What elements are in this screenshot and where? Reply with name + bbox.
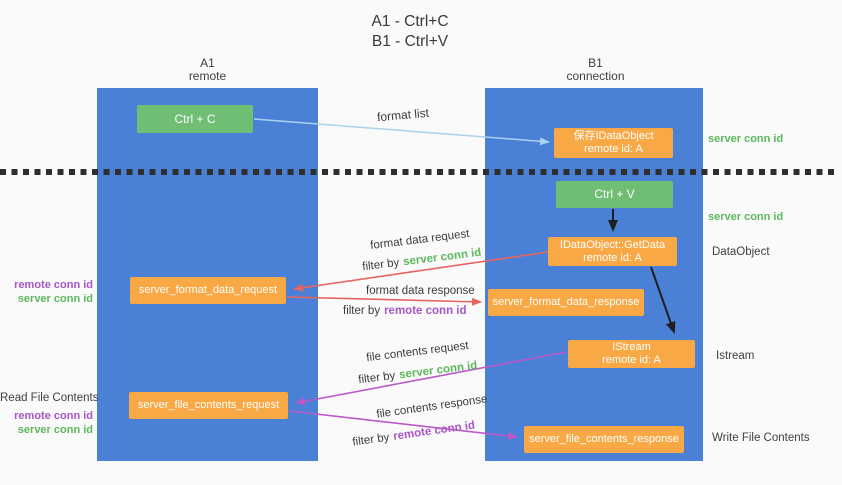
- title-line-a1: A1 - Ctrl+C: [371, 13, 449, 30]
- ctrl-c-label: Ctrl + C: [174, 111, 216, 126]
- left-conn-id-annotation-top: remote conn id server conn id: [0, 278, 93, 306]
- idataobject-getdata-node: IDataObject::GetData remote id: A: [548, 237, 677, 266]
- remote-conn-id-text: remote conn id: [392, 419, 476, 443]
- write-file-contents-annotation: Write File Contents: [712, 432, 810, 444]
- remote-conn-id-text: remote conn id: [384, 305, 467, 317]
- server-conn-id-annotation: server conn id: [17, 424, 93, 436]
- getdata-line2: remote id: A: [583, 251, 642, 264]
- ctrl-v-label: Ctrl + V: [594, 187, 635, 201]
- ctrl-c-node: Ctrl + C: [137, 105, 253, 133]
- filter-by-text: filter by: [361, 256, 400, 274]
- save-idataobject-node: 保存IDataObject remote id: A: [554, 128, 673, 158]
- istream-line2: remote id: A: [602, 354, 661, 366]
- left-conn-id-annotation-bottom: Read File Contents remote conn id server…: [0, 391, 99, 437]
- server-conn-id-text: server conn id: [402, 246, 482, 269]
- format-list-label: format list: [376, 105, 430, 125]
- title-line-b1: B1 - Ctrl+V: [371, 33, 449, 50]
- server-conn-id-annotation-mid: server conn id: [708, 211, 784, 223]
- format-data-request-label: format data request: [369, 227, 471, 253]
- save-idataobject-line2: remote id: A: [584, 143, 643, 155]
- read-file-contents-annotation: Read File Contents: [0, 392, 99, 404]
- server-conn-id-text: server conn id: [398, 359, 478, 382]
- remote-conn-id-annotation: remote conn id: [14, 410, 93, 422]
- lifeline-a1-name: A1: [200, 56, 215, 70]
- server-conn-id-annotation: server conn id: [17, 293, 93, 305]
- format-data-response-label: format data response: [366, 285, 475, 297]
- dataobject-annotation: DataObject: [712, 246, 770, 258]
- server-file-contents-response-label: server_file_contents_response: [529, 433, 679, 445]
- session-divider-line: [0, 169, 836, 175]
- istream-line1: IStream: [612, 341, 651, 353]
- server-file-contents-response-node: server_file_contents_response: [524, 426, 684, 453]
- remote-conn-id-annotation: remote conn id: [14, 279, 93, 291]
- file-contents-response-label: file contents response: [375, 393, 489, 421]
- getdata-line1: IDataObject::GetData: [559, 238, 666, 251]
- server-format-data-request-node: server_format_data_request: [130, 277, 286, 304]
- server-format-data-response-label: server_format_data_response: [492, 296, 640, 308]
- server-file-contents-request-label: server_file_contents_request: [137, 399, 280, 411]
- save-idataobject-line1: 保存IDataObject: [573, 130, 654, 142]
- lifeline-b1-role: connection: [566, 69, 625, 83]
- server-file-contents-request-node: server_file_contents_request: [129, 392, 288, 419]
- diagram-title: A1 - Ctrl+C B1 - Ctrl+V: [300, 12, 520, 52]
- server-conn-id-annotation-top: server conn id: [708, 133, 784, 145]
- filter-by-text: filter by: [343, 305, 381, 317]
- istream-node: IStream remote id: A: [568, 340, 695, 368]
- server-format-data-response-node: server_format_data_response: [488, 289, 644, 316]
- filter-by-text: filter by: [357, 369, 396, 387]
- ctrl-v-node: Ctrl + V: [556, 181, 673, 208]
- lifeline-a1-role: remote: [188, 69, 227, 83]
- lifeline-header-a1: A1 remote: [97, 57, 318, 83]
- filter-by-text: filter by: [351, 431, 391, 449]
- istream-annotation: Istream: [716, 350, 755, 362]
- file-contents-request-label: file contents request: [365, 339, 470, 365]
- lifeline-header-b1: B1 connection: [485, 57, 706, 83]
- lifeline-b1-name: B1: [588, 56, 603, 70]
- server-format-data-request-label: server_format_data_request: [138, 284, 278, 296]
